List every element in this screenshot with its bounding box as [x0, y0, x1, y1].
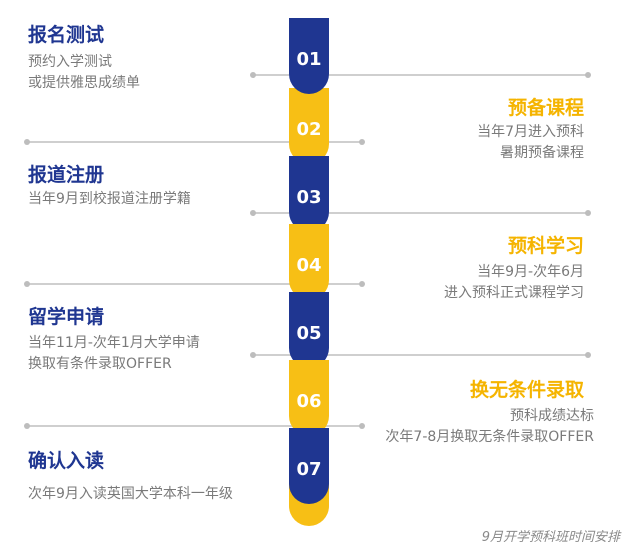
connector-dot [24, 139, 30, 145]
connector-line-4 [26, 283, 364, 285]
connector-dot [24, 423, 30, 429]
connector-dot [585, 210, 591, 216]
connector-dot [250, 72, 256, 78]
connector-dot [585, 72, 591, 78]
connector-line-3 [252, 212, 590, 214]
step-05-number: 05 [296, 322, 322, 344]
step-03-line-1: 当年9月到校报道注册学籍 [28, 191, 191, 207]
step-01-line-1: 预约入学测试 [28, 54, 112, 70]
step-03-segment: 03 [289, 156, 329, 232]
caption: 9月开学预科班时间安排 [481, 530, 620, 545]
step-05-line-2: 换取有条件录取OFFER [28, 356, 172, 372]
step-06-line-1: 预科成绩达标 [510, 408, 594, 424]
connector-dot [250, 210, 256, 216]
connector-dot [359, 423, 365, 429]
connector-dot [24, 281, 30, 287]
step-07-desc: 次年9月入读英国大学本科一年级 [28, 484, 233, 505]
step-04-line-1: 当年9月-次年6月 [477, 264, 584, 280]
step-01-title: 报名测试 [28, 24, 105, 46]
step-07-number: 07 [296, 458, 322, 480]
connector-dot [585, 352, 591, 358]
step-07-segment: 07 [289, 428, 329, 504]
step-06-line-2: 次年7-8月换取无条件录取OFFER [385, 429, 594, 445]
step-01-line-2: 或提供雅思成绩单 [28, 75, 140, 91]
step-07-line-1: 次年9月入读英国大学本科一年级 [28, 486, 233, 502]
connector-line-2 [26, 141, 364, 143]
step-02-segment: 02 [289, 88, 329, 164]
step-03-number: 03 [296, 186, 322, 208]
connector-dot [359, 281, 365, 287]
step-07-title: 确认入读 [28, 450, 105, 472]
timeline-spine: 07 06 05 04 03 02 01 [289, 18, 329, 526]
step-05-line-1: 当年11月-次年1月大学申请 [28, 335, 200, 351]
step-04-segment: 04 [289, 224, 329, 300]
step-01-desc: 预约入学测试 或提供雅思成绩单 [28, 52, 140, 94]
step-02-number: 02 [296, 118, 322, 140]
connector-line-1 [252, 74, 590, 76]
step-06-desc: 预科成绩达标 次年7-8月换取无条件录取OFFER [385, 406, 594, 448]
step-05-desc: 当年11月-次年1月大学申请 换取有条件录取OFFER [28, 333, 200, 375]
step-06-title: 换无条件录取 [469, 379, 584, 401]
step-03-title: 报道注册 [28, 164, 105, 186]
step-04-desc: 当年9月-次年6月 进入预科正式课程学习 [444, 262, 584, 304]
step-01-number: 01 [296, 48, 322, 70]
step-06-segment-top: 06 [289, 360, 329, 436]
connector-dot [359, 139, 365, 145]
step-03-desc: 当年9月到校报道注册学籍 [28, 189, 191, 210]
step-04-number: 04 [296, 254, 322, 276]
step-05-title: 留学申请 [28, 306, 105, 328]
step-06-number: 06 [296, 390, 322, 412]
connector-dot [250, 352, 256, 358]
step-04-title: 预科学习 [507, 235, 584, 257]
step-04-line-2: 进入预科正式课程学习 [444, 285, 584, 301]
connector-line-6 [26, 425, 364, 427]
step-02-line-2: 暑期预备课程 [500, 145, 584, 161]
connector-line-5 [252, 354, 590, 356]
step-01-segment: 01 [289, 18, 329, 94]
step-02-line-1: 当年7月进入预科 [477, 124, 584, 140]
step-02-desc: 当年7月进入预科 暑期预备课程 [477, 122, 584, 164]
step-05-segment: 05 [289, 292, 329, 368]
step-02-title: 预备课程 [507, 97, 584, 119]
